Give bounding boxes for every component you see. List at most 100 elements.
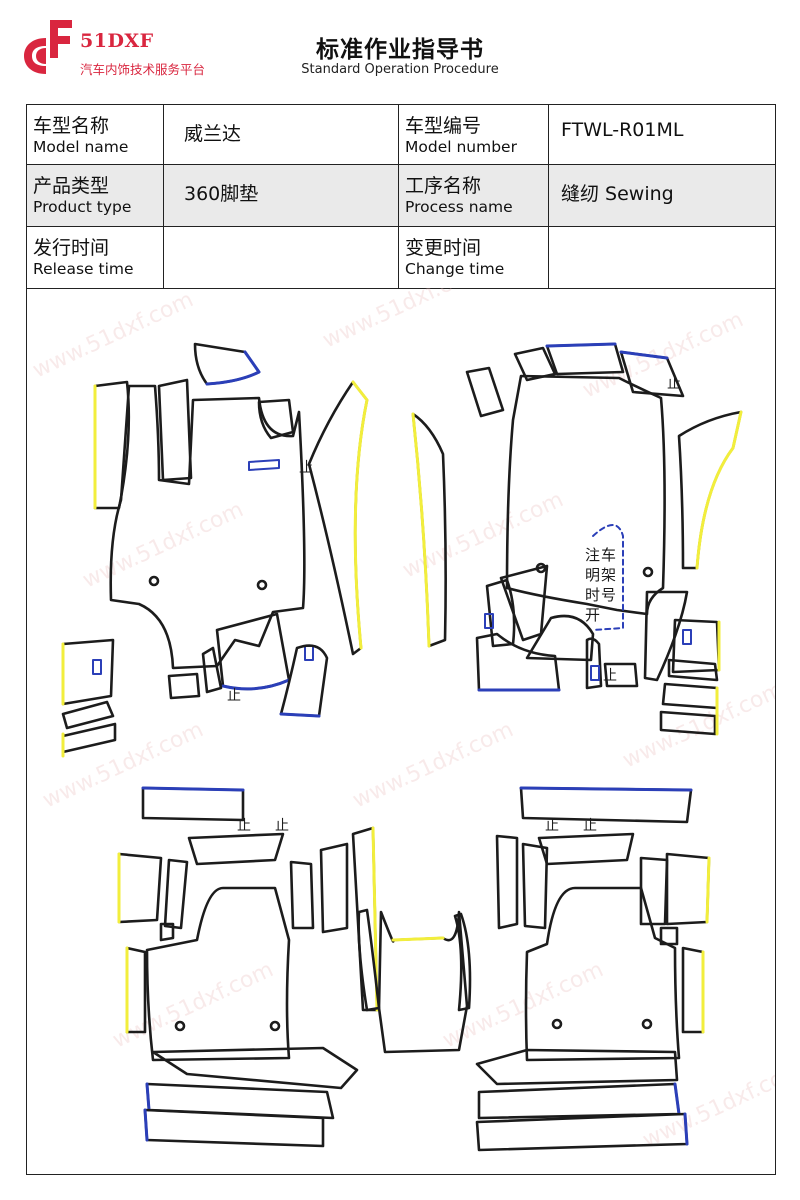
front-right-center-piece [525,614,595,662]
release-time-label-cn: 发行时间 [33,237,110,259]
watermark: www.51dxf.com [79,497,247,593]
model-name-value: 威兰达 [184,123,242,145]
rear-left-top-tab [187,832,285,866]
model-number-label-cell: 车型编号 Model number [398,104,549,165]
front-right-lower-strip-b [661,682,719,710]
front-right-heel-slot [682,629,692,645]
front-left-pedal-slot [304,645,314,661]
front-right-left-strip-edge [411,412,431,648]
note-char: 车 [601,546,616,564]
stop-mark: 止 [275,818,289,834]
front-right-note-dashed [592,524,624,631]
rear-left-small-pad [159,922,175,942]
stop-mark: 止 [583,818,597,834]
page-header: 51DXF 汽车内饰技术服务平台 标准作业指导书 Standard Operat… [0,0,800,104]
rear-left-bottom-bar-edge [143,1108,149,1142]
front-right-pedal-slot [484,613,494,629]
process-name-value-cell: 缝纫 Sewing [548,164,776,227]
pattern-drawing: www.51dxf.com www.51dxf.com www.51dxf.co… [29,288,775,1153]
note-char: 开 [585,606,600,624]
front-right-small-tab-slot [590,665,600,681]
front-right-lower-strip-c [659,710,717,736]
front-right-mat-set: 止 注 车 明 架 时 号 开 止 [411,342,743,736]
front-left-small-flap [201,646,223,694]
stop-mark: 止 [667,376,681,392]
front-right-main-mat [505,374,666,616]
rear-left-right-strip-a [319,842,349,934]
watermark: www.51dxf.com [639,1057,775,1153]
info-table: 车型名称 Model name 威兰达 车型编号 Model number FT… [26,104,776,289]
model-number-value-cell: FTWL-R01ML [548,104,776,165]
release-time-label-en: Release time [33,260,134,278]
front-left-mat-set: 止 止 [61,342,369,758]
rear-left-top-bar-edge [141,786,245,792]
watermark: www.51dxf.com [579,307,747,403]
center-tunnel-top-edge [391,936,445,942]
rear-right-side-panel-a [639,856,669,926]
document-title: 标准作业指导书 [316,37,484,63]
front-left-main-mat [109,384,306,670]
front-left-heel-pad-left [61,638,115,706]
release-time-value [164,227,398,241]
stop-mark: 止 [237,818,251,834]
product-type-label-cell: 产品类型 Product type [26,164,164,227]
logo-tagline: 汽车内饰技术服务平台 [80,62,206,77]
model-name-label-cn: 车型名称 [33,115,110,137]
watermark: www.51dxf.com [39,717,207,813]
change-time-label-cn: 变更时间 [405,237,482,259]
rear-right-side-strip-a [495,834,519,930]
pattern-drawing-area: www.51dxf.com www.51dxf.com www.51dxf.co… [26,288,776,1175]
model-number-label-en: Model number [405,138,517,156]
document-subtitle: Standard Operation Procedure [301,62,499,77]
product-type-label-cn: 产品类型 [33,175,110,197]
rear-left-bottom-strip-b [145,1082,335,1120]
rear-left-side-panel-b [163,858,189,930]
center-tunnel-main [377,910,469,1054]
front-left-mat-hole [148,575,160,587]
rear-right-main-mat [524,886,681,1062]
front-right-top-edge [545,342,669,360]
note-char: 时 [585,586,600,604]
rear-left-bottom-strip-a [151,1046,359,1090]
front-left-mat-hole [256,579,268,591]
note-char: 号 [601,586,616,604]
rear-right-mat-set: 止 止 [475,786,711,1152]
product-type-value-cell: 360脚垫 [163,164,399,227]
front-left-top-flap-edge [205,350,261,386]
center-tunnel-right [453,912,472,1012]
front-right-lower-pad [643,590,689,682]
rear-right-bottom-bar-edge [683,1112,689,1146]
process-name-label-cn: 工序名称 [405,175,482,197]
logo-brand-text: 51DXF [80,30,154,52]
change-time-label-cell: 变更时间 Change time [398,226,549,289]
model-name-value-cell: 威兰达 [163,104,399,165]
release-time-value-cell [163,226,399,289]
change-time-value-cell [548,226,776,289]
rear-right-small-pad [659,926,679,946]
change-time-value [549,227,775,241]
rear-left-mat-hole [269,1020,281,1032]
info-row-time: 发行时间 Release time 变更时间 Change time [26,226,776,289]
front-left-lower-strip-a [61,700,115,730]
process-name-label-cell: 工序名称 Process name [398,164,549,227]
rear-right-side-panel-b [665,852,711,926]
front-left-top-flap [193,342,261,386]
release-time-label-cell: 发行时间 Release time [26,226,164,289]
front-right-mat-hole [642,566,654,578]
watermark: www.51dxf.com [29,288,197,383]
rear-left-bottom-strip-edge [145,1082,151,1112]
rear-left-side-panel-a [117,852,163,924]
logo-mark-icon [24,20,72,74]
front-right-top-flap-a [513,346,557,382]
front-left-slot [248,459,280,471]
center-tunnel-left [357,908,381,1012]
rear-left-mat-hole [174,1020,186,1032]
front-left-narrow-piece [157,378,193,482]
stop-mark: 止 [545,818,559,834]
brand-logo: 51DXF 汽车内饰技术服务平台 [22,18,222,78]
info-row-model: 车型名称 Model name 威兰达 车型编号 Model number FT… [26,104,776,165]
model-name-label-cell: 车型名称 Model name [26,104,164,165]
front-right-right-strip-edge [695,410,743,570]
rear-left-side-panel-c [289,860,315,930]
rear-right-bottom-strip-edge [673,1082,681,1116]
